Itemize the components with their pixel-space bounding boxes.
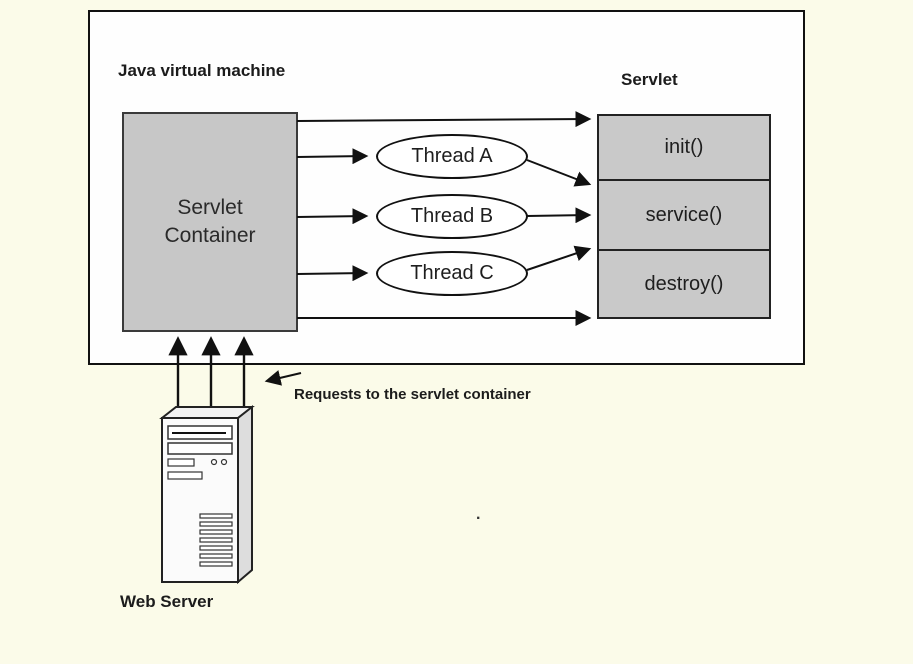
jvm-label: Java virtual machine [118,61,286,80]
method-destroy-label: destroy() [644,272,724,295]
servlet-header: Servlet [621,70,678,89]
stray-mark: . [476,506,481,523]
requests-caption: Requests to the servlet container [294,386,531,403]
thread-b-label: Thread B [410,205,494,227]
servlet-container-box: Servlet Container [122,112,298,332]
thread-c-label: Thread C [410,262,494,284]
method-destroy-box: destroy() [597,249,771,319]
web-server-icon [159,404,255,585]
method-init-box: init() [597,114,771,181]
method-service-label: service() [645,203,723,226]
arrow-requests-caption-pointer [264,370,302,386]
web-server-label: Web Server [120,592,214,611]
servlet-container-label: Servlet Container [164,195,256,247]
thread-c-ellipse: Thread C [376,251,528,296]
servlet-method-column: init() service() destroy() [597,114,771,319]
thread-a-ellipse: Thread A [376,134,528,179]
method-init-label: init() [664,136,704,158]
thread-a-label: Thread A [411,145,493,167]
thread-b-ellipse: Thread B [376,194,528,239]
method-service-box: service() [597,179,771,251]
